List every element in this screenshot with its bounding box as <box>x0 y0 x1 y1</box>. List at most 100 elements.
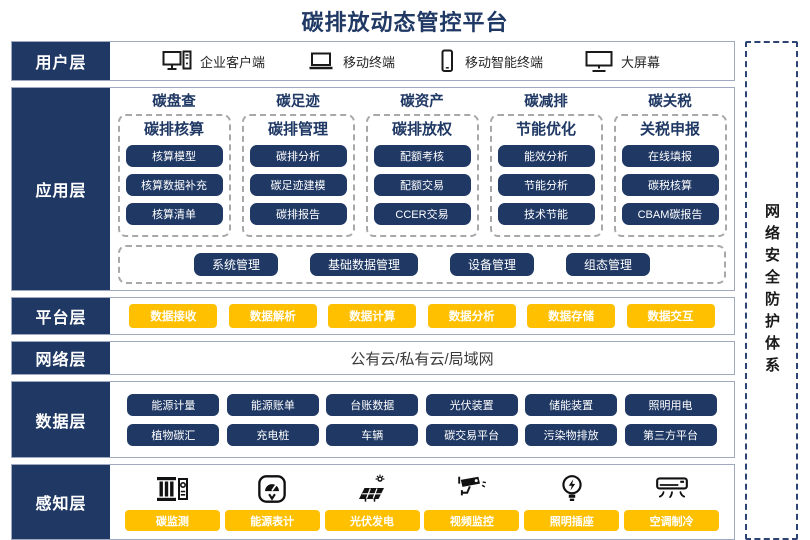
column-header: 碳关税 <box>648 94 692 110</box>
platform-module: 数据计算 <box>328 304 417 328</box>
perception-layer-label: 感知层 <box>12 465 110 539</box>
data-source: 照明用电 <box>624 393 717 416</box>
page-title: 碳排放动态管控平台 <box>301 10 509 35</box>
column-dashed-box: 碳排放权 配额考核 配额交易 CCER交易 <box>365 113 479 237</box>
column-header: 碳盘查 <box>152 94 196 110</box>
platform-items: 数据接收 数据解析 数据计算 数据分析 数据存储 数据交互 <box>110 298 734 334</box>
perc-item-lighting-socket: 照明插座 <box>524 471 620 531</box>
app-column-carbon-tariff: 碳关税 关税申报 在线填报 碳税核算 CBAM碳报告 <box>613 92 727 237</box>
column-subtitle: 关税申报 <box>639 120 700 138</box>
user-item-mobile-terminal: 移动终端 <box>307 51 395 71</box>
desktop-pc-icon <box>162 49 192 73</box>
user-item-label: 移动终端 <box>343 54 396 70</box>
data-source: 充电桩 <box>226 423 319 446</box>
column-dashed-box: 关税申报 在线填报 碳税核算 CBAM碳报告 <box>613 113 727 237</box>
perc-item-solar-power: 光伏发电 <box>324 471 420 531</box>
data-row-2: 植物碳汇 充电桩 车辆 碳交易平台 污染物排放 第三方平台 <box>120 423 724 446</box>
user-item-label: 移动智能终端 <box>465 54 544 70</box>
layers-column: 用户层 <box>11 41 735 540</box>
platform-module: 数据分析 <box>427 304 516 328</box>
column-dashed-box: 碳排管理 碳排分析 碳足迹建模 碳排报告 <box>241 113 355 237</box>
column-dashed-box: 节能优化 能效分析 节能分析 技术节能 <box>489 113 603 237</box>
user-item-smart-mobile: 移动智能终端 <box>437 49 543 73</box>
network-layer-content: 公有云/私有云/局域网 <box>350 350 494 368</box>
perc-item-video-surveillance: 视频监控 <box>424 471 520 531</box>
column-subtitle: 碳排放权 <box>391 120 452 138</box>
security-sidebar: 网络安全防护体系 <box>745 41 798 540</box>
data-row-1: 能源计量 能源账单 台账数据 光伏装置 储能装置 照明用电 <box>120 393 724 416</box>
app-column-carbon-footprint: 碳足迹 碳排管理 碳排分析 碳足迹建模 碳排报告 <box>241 92 355 237</box>
network-layer-band: 网络层 公有云/私有云/局域网 <box>11 341 735 375</box>
platform-layer-band: 平台层 数据接收 数据解析 数据计算 数据分析 数据存储 数据交互 <box>11 297 735 335</box>
app-module: 碳税核算 <box>621 173 719 196</box>
solar-power-icon <box>355 471 389 507</box>
data-source: 污染物排放 <box>525 423 618 446</box>
data-source: 车辆 <box>326 423 419 446</box>
perc-item-energy-meter: 能源表计 <box>224 471 320 531</box>
platform-module: 数据存储 <box>527 304 616 328</box>
user-item-big-screen: 大屏幕 <box>585 49 660 73</box>
user-item-enterprise-client: 企业客户端 <box>162 49 265 73</box>
column-subtitle: 节能优化 <box>515 120 576 138</box>
app-module: 核算模型 <box>125 144 223 167</box>
data-source: 碳交易平台 <box>425 423 518 446</box>
application-columns: 碳盘查 碳排核算 核算模型 核算数据补充 核算清单 碳足迹 <box>117 92 727 237</box>
app-module: 碳排分析 <box>249 144 347 167</box>
app-module: 核算清单 <box>125 202 223 225</box>
diagram-layout: 用户层 <box>11 41 798 540</box>
column-header: 碳减排 <box>524 94 568 110</box>
platform-layer-label: 平台层 <box>12 298 110 334</box>
user-layer-band: 用户层 <box>11 41 735 81</box>
app-module: 节能分析 <box>497 173 595 196</box>
perc-item-carbon-monitoring: 碳监测 <box>124 471 220 531</box>
app-module: 核算数据补充 <box>125 173 223 196</box>
data-source: 储能装置 <box>525 393 618 416</box>
user-layer-items: 企业客户端 移动终端 <box>110 42 734 80</box>
energy-meter-icon <box>257 471 287 507</box>
cctv-camera-icon <box>456 471 488 507</box>
perc-item-air-conditioning: 空调制冷 <box>624 471 720 531</box>
common-module: 设备管理 <box>450 252 535 276</box>
user-layer-label: 用户层 <box>12 42 110 80</box>
column-dashed-box: 碳排核算 核算模型 核算数据补充 核算清单 <box>117 113 231 237</box>
perception-items: 碳监测 能源表计 <box>110 465 734 539</box>
app-module: 能效分析 <box>497 144 595 167</box>
air-conditioner-icon <box>654 471 690 507</box>
app-module: CCER交易 <box>373 202 471 225</box>
carbon-monitor-icon <box>155 471 189 507</box>
perception-label: 光伏发电 <box>324 510 420 531</box>
big-screen-icon <box>585 49 613 73</box>
perception-label: 空调制冷 <box>624 510 720 531</box>
data-source: 植物碳汇 <box>127 423 220 446</box>
data-layer-items: 能源计量 能源账单 台账数据 光伏装置 储能装置 照明用电 植物碳汇 充电桩 车… <box>110 382 734 457</box>
app-column-carbon-asset: 碳资产 碳排放权 配额考核 配额交易 CCER交易 <box>365 92 479 237</box>
network-layer-label: 网络层 <box>12 342 110 374</box>
user-item-label: 大屏幕 <box>621 54 661 70</box>
platform-module: 数据解析 <box>228 304 317 328</box>
app-module: 配额考核 <box>373 144 471 167</box>
data-source: 第三方平台 <box>624 423 717 446</box>
perception-label: 碳监测 <box>124 510 220 531</box>
data-source: 能源计量 <box>127 393 220 416</box>
common-modules-box: 系统管理 基础数据管理 设备管理 组态管理 <box>118 244 726 284</box>
common-module: 基础数据管理 <box>309 252 418 276</box>
platform-module: 数据交互 <box>626 304 715 328</box>
smartphone-icon <box>437 49 457 73</box>
security-sidebar-label: 网络安全防护体系 <box>763 202 780 379</box>
app-module: 配额交易 <box>373 173 471 196</box>
data-source: 台账数据 <box>326 393 419 416</box>
app-module: CBAM碳报告 <box>621 202 719 225</box>
user-item-label: 企业客户端 <box>200 54 266 70</box>
perception-label: 视频监控 <box>424 510 520 531</box>
data-layer-band: 数据层 能源计量 能源账单 台账数据 光伏装置 储能装置 照明用电 植物碳汇 <box>11 381 735 458</box>
column-header: 碳资产 <box>400 94 444 110</box>
app-module: 碳足迹建模 <box>249 173 347 196</box>
perception-layer-band: 感知层 <box>11 464 735 540</box>
column-subtitle: 碳排管理 <box>267 120 328 138</box>
app-column-carbon-inventory: 碳盘查 碳排核算 核算模型 核算数据补充 核算清单 <box>117 92 231 237</box>
platform-module: 数据接收 <box>129 304 218 328</box>
app-module: 技术节能 <box>497 202 595 225</box>
application-layer-band: 应用层 碳盘查 碳排核算 核算模型 核算数据补充 核算清单 <box>11 87 735 291</box>
common-module: 系统管理 <box>193 252 278 276</box>
